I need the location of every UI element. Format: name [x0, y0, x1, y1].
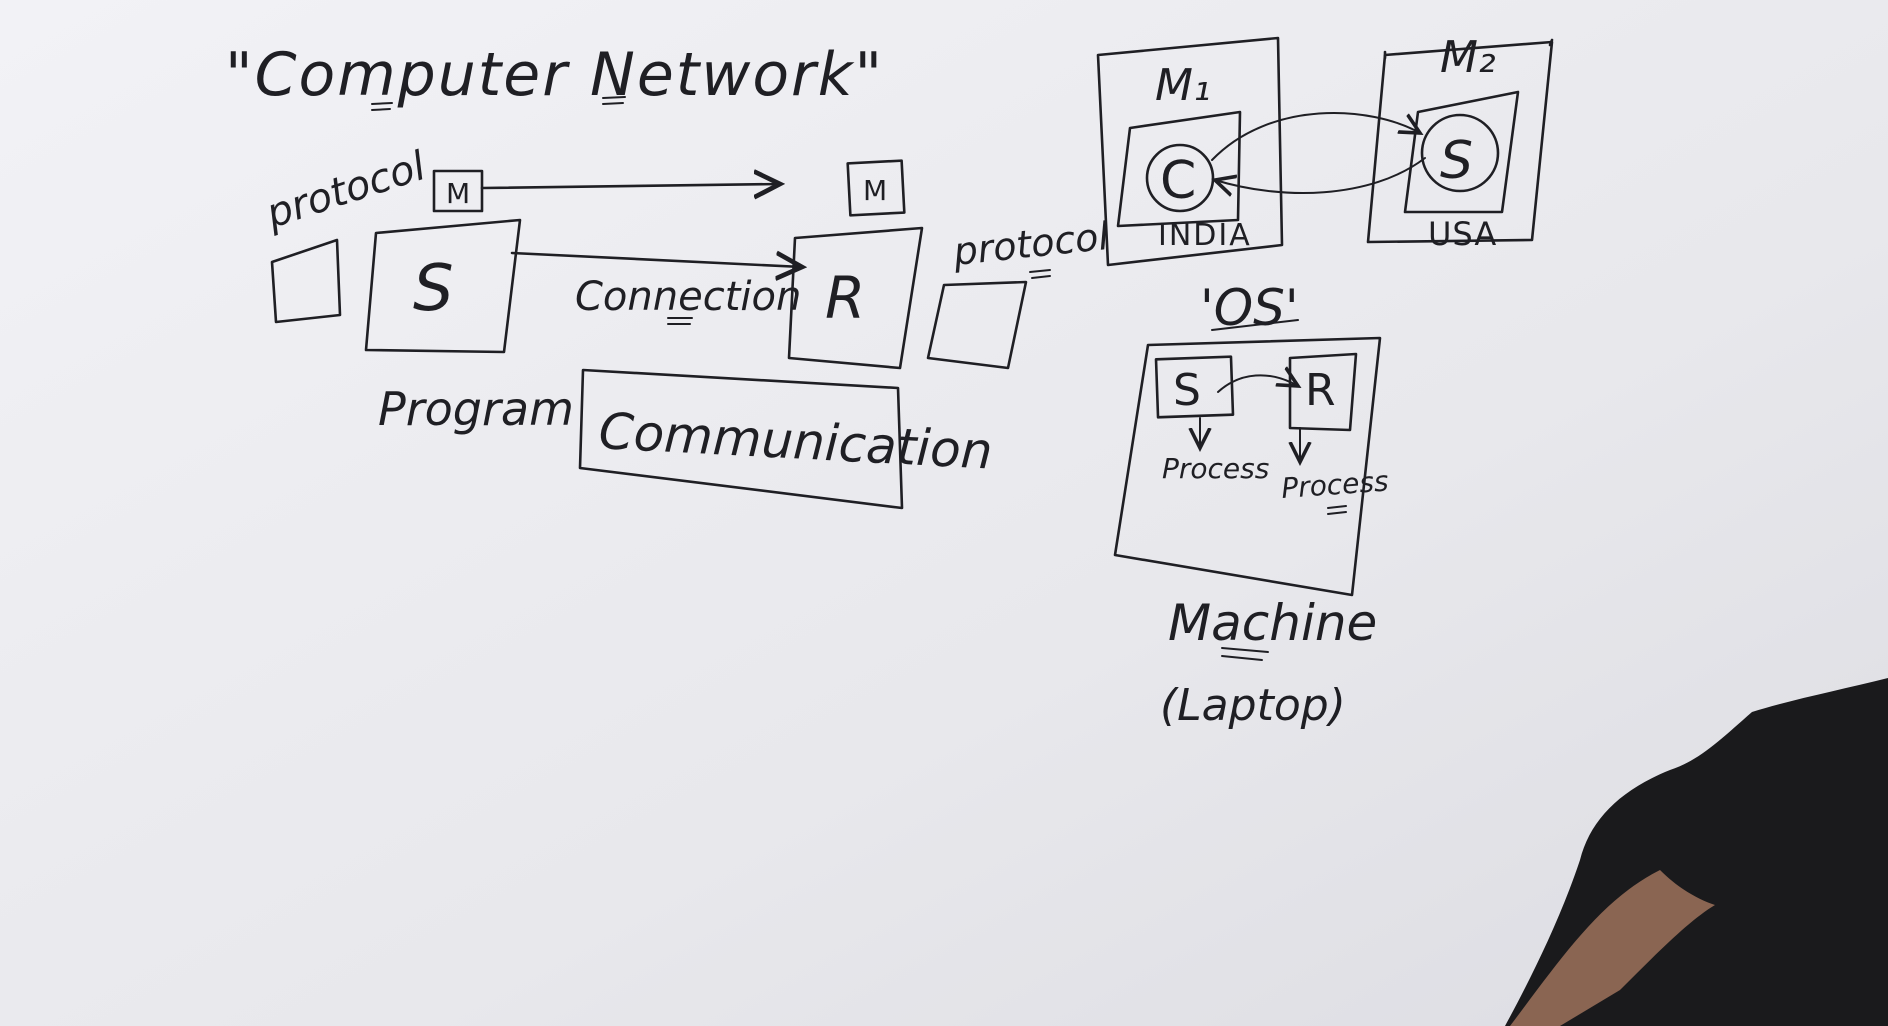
process-message-arrow — [1217, 375, 1298, 393]
connection-arrow — [510, 253, 802, 267]
connection-label: Connection — [575, 274, 801, 320]
process-underline — [1327, 505, 1347, 515]
svg-text:S: S — [1173, 365, 1201, 416]
svg-text:R: R — [825, 264, 865, 332]
svg-text:S: S — [1440, 131, 1473, 191]
receiver-process-box: R — [1288, 352, 1358, 432]
message-box-left: M — [432, 169, 484, 213]
svg-text:M₂: M₂ — [1440, 32, 1496, 83]
receiver-box: R — [787, 226, 924, 370]
os-label: 'OS' — [1200, 279, 1299, 337]
os-underline — [1211, 319, 1299, 331]
sender-box: S — [364, 218, 522, 354]
machine-label: Machine — [1168, 594, 1377, 652]
protocol-right-underline — [1029, 269, 1051, 279]
program-label: Program — [378, 382, 574, 436]
svg-text:M₁: M₁ — [1155, 60, 1211, 111]
message-box-right: M — [846, 159, 906, 217]
machine1-box: M₁ — [1096, 36, 1284, 267]
protocol-box-left — [270, 238, 342, 324]
usa-label: USA — [1428, 215, 1497, 253]
message-arrow — [480, 184, 780, 188]
svg-text:M: M — [446, 177, 470, 210]
svg-text:M: M — [863, 174, 887, 207]
machine-box — [1113, 336, 1382, 597]
india-label: INDIA — [1158, 218, 1252, 253]
server-to-client-arrow — [1215, 157, 1426, 193]
presenter-silhouette — [1505, 678, 1888, 1026]
process-label-right: Process — [1280, 465, 1389, 505]
title-underline-mark — [371, 96, 626, 111]
laptop-label: (Laptop) — [1160, 680, 1346, 731]
connection-underline — [667, 317, 693, 325]
machine-underline — [1221, 647, 1269, 661]
client-box: C — [1116, 110, 1242, 228]
svg-text:C: C — [1160, 151, 1196, 211]
machine2-box: M₂ — [1366, 32, 1554, 244]
diagram-title: "Computer Network" — [225, 40, 884, 110]
svg-text:S: S — [413, 252, 454, 326]
server-box: S — [1403, 90, 1520, 214]
client-to-server-arrow — [1211, 111, 1420, 161]
sender-process-box: S — [1154, 355, 1235, 419]
protocol-box-right — [926, 280, 1028, 370]
process-label-left: Process — [1162, 452, 1269, 485]
svg-text:R: R — [1305, 365, 1336, 416]
